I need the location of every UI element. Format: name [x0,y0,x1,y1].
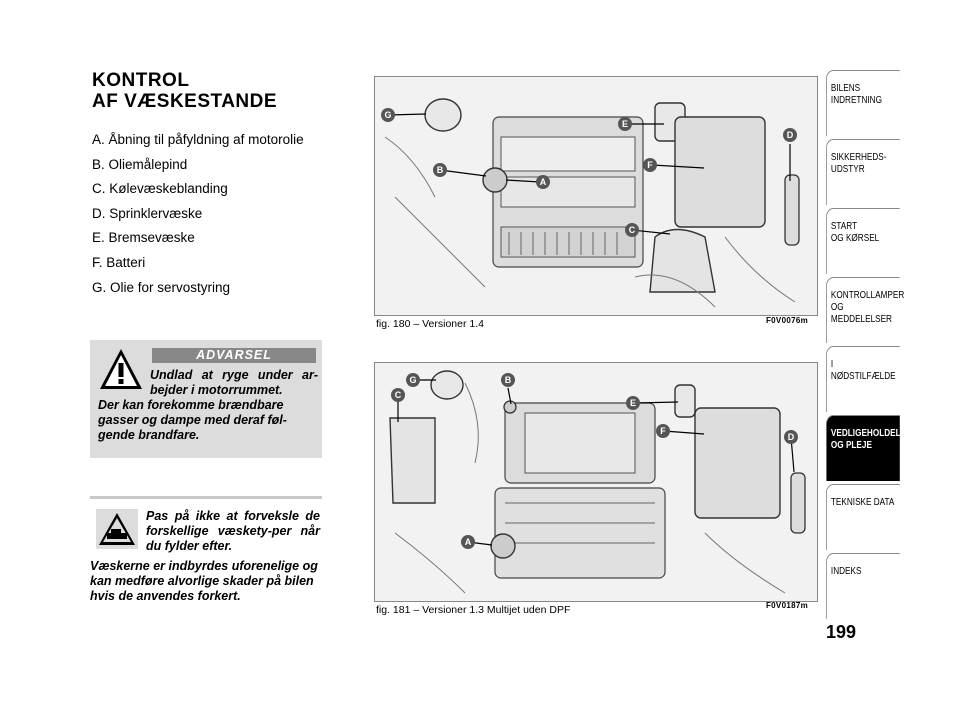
note-text-lead: Pas på ikke at forveksle de forskellige … [146,509,320,553]
figure-code: F0V0076m [766,316,808,325]
tab-label: I NØDSTILFÆLDE [830,359,896,382]
fig181-label: C [395,390,402,400]
figure-code: F0V0187m [766,601,808,610]
legend-item: B. Oliemålepind [92,156,188,172]
fig181-label: D [788,432,795,442]
tab-label: INDEKS [830,566,862,577]
tab-sikkerhedsudstyr[interactable]: SIKKERHEDS- UDSTYR [826,139,900,205]
tab-bilens-indretning[interactable]: BILENS INDRETNING [826,70,900,136]
figure-caption: fig. 181 – Versioner 1.3 Multijet uden D… [376,604,571,616]
warning-text-lead: Undlad at ryge under ar-bejder i motorru… [150,368,318,397]
warning-header: ADVARSEL [152,348,316,363]
legend-item: E. Bremsevæske [92,230,195,246]
fig181-label-circle [501,373,515,387]
fig180-label-circle [783,128,797,142]
legend-item: D. Sprinklervæske [92,205,203,221]
legend-item: A. Åbning til påfyldning af motorolie [92,132,304,147]
vehicle-caution-icon [96,509,138,549]
fig180-label: C [629,225,636,235]
tab-start-og-korsel[interactable]: START OG KØRSEL [826,208,900,274]
tab-label: OG PLEJE [830,440,872,451]
tab-tekniske-data[interactable]: TEKNISKE DATA [826,484,900,550]
tab-label: VEDLIGEHOLDELSE [830,428,912,439]
tab-label: TEKNISKE DATA [830,497,895,508]
fig181-label-circle [406,373,420,387]
chapter-tabs: BILENS INDRETNING SIKKERHEDS- UDSTYR STA… [826,70,916,622]
section-title-line1: KONTROL [92,70,190,91]
tab-kontrollamper[interactable]: KONTROLLAMPER OG MEDDELELSER [826,277,905,343]
fig180-label: A [540,177,547,187]
fig180-labels: G E D B A F C [381,108,797,237]
section-title: KONTROL AF VÆSKESTANDE [92,70,277,112]
fig180-label-circle [643,158,657,172]
fig180-label-circle [618,117,632,131]
tab-label: START [830,221,858,232]
fig180-label: B [437,165,444,175]
warning-triangle-icon [100,349,142,389]
engine-diagram-fig181 [374,362,818,602]
section-title-line2: AF VÆSKESTANDE [92,91,278,112]
fig181-label: F [660,426,666,436]
tab-label: OG KØRSEL [830,233,880,244]
fig181-label-circle [784,430,798,444]
note-text-rest: Væskerne er indbyrdes uforenelige og kan… [90,559,318,603]
fig180-label-circle [433,163,447,177]
fig180-label: F [647,160,653,170]
fig180-label-circle [381,108,395,122]
fig180-label: E [622,119,628,129]
caution-note: Pas på ikke at forveksle de forskellige … [90,496,322,611]
fig181-label-circle [626,396,640,410]
tab-label: UDSTYR [830,164,865,175]
tab-label: SIKKERHEDS- [830,152,887,163]
engine-diagram-fig180 [374,76,818,316]
tab-label: KONTROLLAMPER [830,290,905,301]
tab-label: OG MEDDELELSER [830,302,892,325]
fig181-label-circle [461,535,475,549]
tab-i-nodstilfaelde[interactable]: I NØDSTILFÆLDE [826,346,900,412]
fig181-label-circle [391,388,405,402]
tab-label: INDRETNING [830,95,882,106]
fig180-label: D [787,130,794,140]
figure-caption: fig. 180 – Versioner 1.4 [376,318,484,330]
page-number: 199 [826,622,857,642]
fig180-label-circle [625,223,639,237]
tab-indeks[interactable]: INDEKS [826,553,900,619]
fig181-label-circle [656,424,670,438]
fig180-label: G [384,110,391,120]
fig181-label: B [505,375,512,385]
legend-item: C. Kølevæskeblanding [92,181,228,197]
warning-box: ADVARSEL Undlad at ryge under ar-bejder … [90,340,322,458]
tab-vedligeholdelse-og-pleje[interactable]: VEDLIGEHOLDELSE OG PLEJE [826,415,912,481]
warning-text-rest: Der kan forekomme brændbare gasser og da… [98,398,287,442]
legend-item: G. Olie for servostyring [92,279,231,295]
fig181-label: E [630,398,636,408]
tab-label: BILENS [830,83,861,94]
fig181-labels: G B C E F D A [391,373,798,549]
fig181-label: A [465,537,472,547]
legend-item: F. Batteri [92,254,146,270]
component-legend: A. Åbning til påfyldning af motorolie B.… [92,128,304,300]
fig180-label-circle [536,175,550,189]
fig181-label: G [409,375,416,385]
